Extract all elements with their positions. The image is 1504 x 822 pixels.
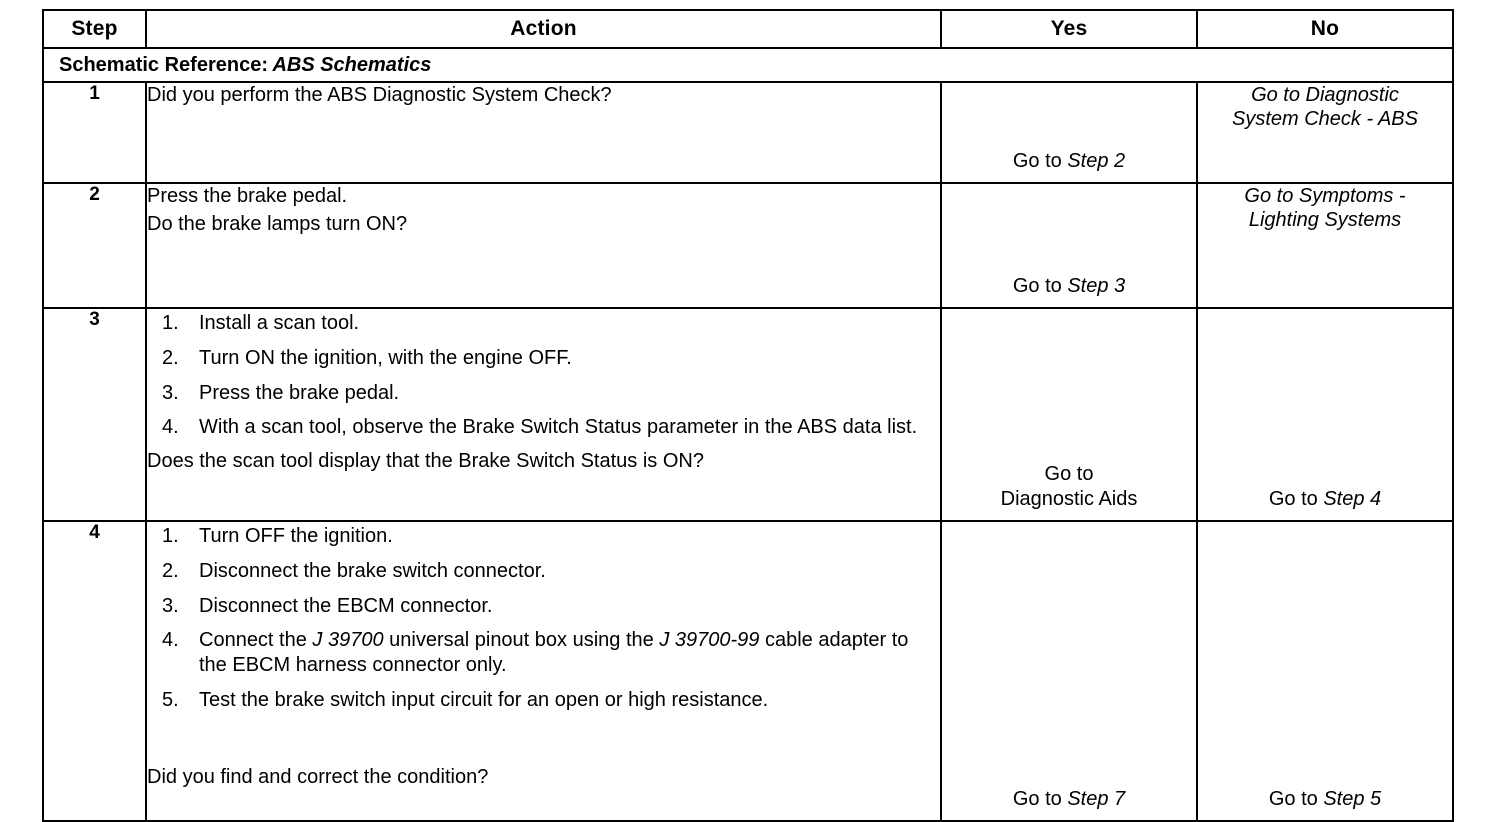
list-item-text-suffix: cable adapter to the EBCM harness connec… [199,629,909,677]
goto-prefix: Go to [1012,149,1068,172]
goto-prefix: Go to [1268,787,1324,810]
list-item-text: Press the brake pedal. [199,381,400,404]
yes-cell-2: Go to Step 3 [940,182,1198,309]
step-number-1: 1 [42,81,147,184]
goto-prefix: Go to [1268,487,1324,510]
no-cell-2: Go to Symptoms - Lighting Systems [1196,182,1454,309]
yes-result-1: Go to Step 2 [942,149,1196,173]
list-item-text: Disconnect the EBCM connector. [199,594,493,617]
list-item: 5. Test the brake switch input circuit f… [147,688,940,713]
no-cell-3: Go to Step 4 [1196,307,1454,522]
table-row: 3 1. Install a scan tool. 2. Turn ON the… [42,307,1454,522]
action-step-list-4: 1. Turn OFF the ignition. 2. Disconnect … [147,524,940,713]
action-cell-2: Press the brake pedal. Do the brake lamp… [145,182,942,309]
yes-result-2: Go to Step 3 [942,274,1196,298]
goto-prefix: Go to [1012,274,1068,297]
list-item-number: 1. [162,312,179,334]
list-item: 4. Connect the J 39700 universal pinout … [147,628,940,678]
list-item: 4. With a scan tool, observe the Brake S… [147,415,940,440]
step-number-3: 3 [42,307,147,522]
list-item-number: 2. [162,559,179,582]
schematic-reference-label: Schematic Reference: [59,53,268,76]
schematic-reference-cell: Schematic Reference: ABS Schematics [42,47,1454,83]
list-item-text: Test the brake switch input circuit for … [199,688,769,711]
list-item-number: 3. [162,594,179,617]
column-header-yes: Yes [940,9,1198,49]
column-header-action: Action [145,9,942,49]
no-result-3: Go to Step 4 [1198,487,1452,511]
no-result-2-line2: Lighting Systems [1248,209,1402,232]
list-item-text: With a scan tool, observe the Brake Swit… [199,416,917,438]
yes-result-4: Go to Step 7 [942,787,1196,811]
action-question-4: Did you find and correct the condition? [147,765,489,788]
no-result-2-line1: Go to Symptoms - [1244,185,1406,207]
list-item-text: Turn ON the ignition, with the engine OF… [199,346,572,369]
table-row: 1 Did you perform the ABS Diagnostic Sys… [42,81,1454,184]
goto-target: Step 3 [1067,274,1126,297]
list-item: 2. Disconnect the brake switch connector… [147,559,940,584]
schematic-reference-row: Schematic Reference: ABS Schematics [42,47,1454,83]
no-cell-1: Go to Diagnostic System Check - ABS [1196,81,1454,184]
yes-result-3-line2: Diagnostic Aids [1000,487,1138,510]
list-item-number: 3. [162,381,179,404]
no-result-4: Go to Step 5 [1198,787,1452,811]
action-text: Do the brake lamps turn ON? [147,213,408,236]
goto-target: Step 4 [1323,487,1382,510]
list-item: 3. Press the brake pedal. [147,381,940,406]
table-row: 4 1. Turn OFF the ignition. 2. Disconnec… [42,520,1454,822]
list-item: 2. Turn ON the ignition, with the engine… [147,346,940,371]
list-item: 1. Install a scan tool. [147,311,940,336]
list-item-number: 4. [162,416,179,439]
action-cell-1: Did you perform the ABS Diagnostic Syste… [145,81,942,184]
yes-cell-3: Go to Diagnostic Aids [940,307,1198,522]
action-step-list-3: 1. Install a scan tool. 2. Turn ON the i… [147,311,940,440]
list-item-text: Connect the J 39700 universal pinout box… [199,629,908,676]
step-number-4: 4 [42,520,147,822]
action-cell-4: 1. Turn OFF the ignition. 2. Disconnect … [145,520,942,822]
no-result-1-line2: System Check - ABS [1232,108,1418,131]
list-item-text-line1: With a scan tool, observe the Brake Swit… [199,416,760,439]
list-item-number: 1. [162,525,179,547]
list-item-text: Disconnect the brake switch connector. [199,559,546,582]
list-item: 1. Turn OFF the ignition. [147,524,940,549]
tool-designation-1: J 39700 [312,629,384,652]
action-question-3: Does the scan tool display that the Brak… [147,450,704,473]
goto-target: Step 2 [1067,149,1126,172]
action-text: Did you perform the ABS Diagnostic Syste… [147,84,612,106]
list-item-text-middle: universal pinout box using the [383,629,660,652]
column-header-step: Step [42,9,147,49]
no-result-1-line1: Go to Diagnostic [1251,84,1399,106]
table-row: 2 Press the brake pedal. Do the brake la… [42,182,1454,309]
table-header-row: Step Action Yes No [42,9,1454,49]
action-cell-3: 1. Install a scan tool. 2. Turn ON the i… [145,307,942,522]
list-item-number: 2. [162,346,179,369]
tool-designation-2: J 39700-99 [659,629,760,652]
action-text: Press the brake pedal. [147,185,348,207]
goto-prefix: Go to [1012,787,1068,810]
list-item-number: 5. [162,688,179,711]
no-cell-4: Go to Step 5 [1196,520,1454,822]
yes-result-3-line1: Go to [1044,463,1094,486]
list-item-text-line2: the ABS data list. [764,416,918,439]
goto-target: Step 5 [1323,787,1382,810]
list-item: 3. Disconnect the EBCM connector. [147,594,940,619]
yes-cell-1: Go to Step 2 [940,81,1198,184]
step-number-2: 2 [42,182,147,309]
list-item-number: 4. [162,629,179,652]
goto-target: Step 7 [1067,787,1126,810]
list-item-text: Turn OFF the ignition. [199,525,393,547]
list-item-text: Install a scan tool. [199,312,360,334]
schematic-reference-value: ABS Schematics [272,53,432,76]
diagnostic-procedure-table: Step Action Yes No Schematic Reference: … [42,9,1454,822]
yes-cell-4: Go to Step 7 [940,520,1198,822]
column-header-no: No [1196,9,1454,49]
list-item-text-prefix: Connect the [199,629,313,652]
